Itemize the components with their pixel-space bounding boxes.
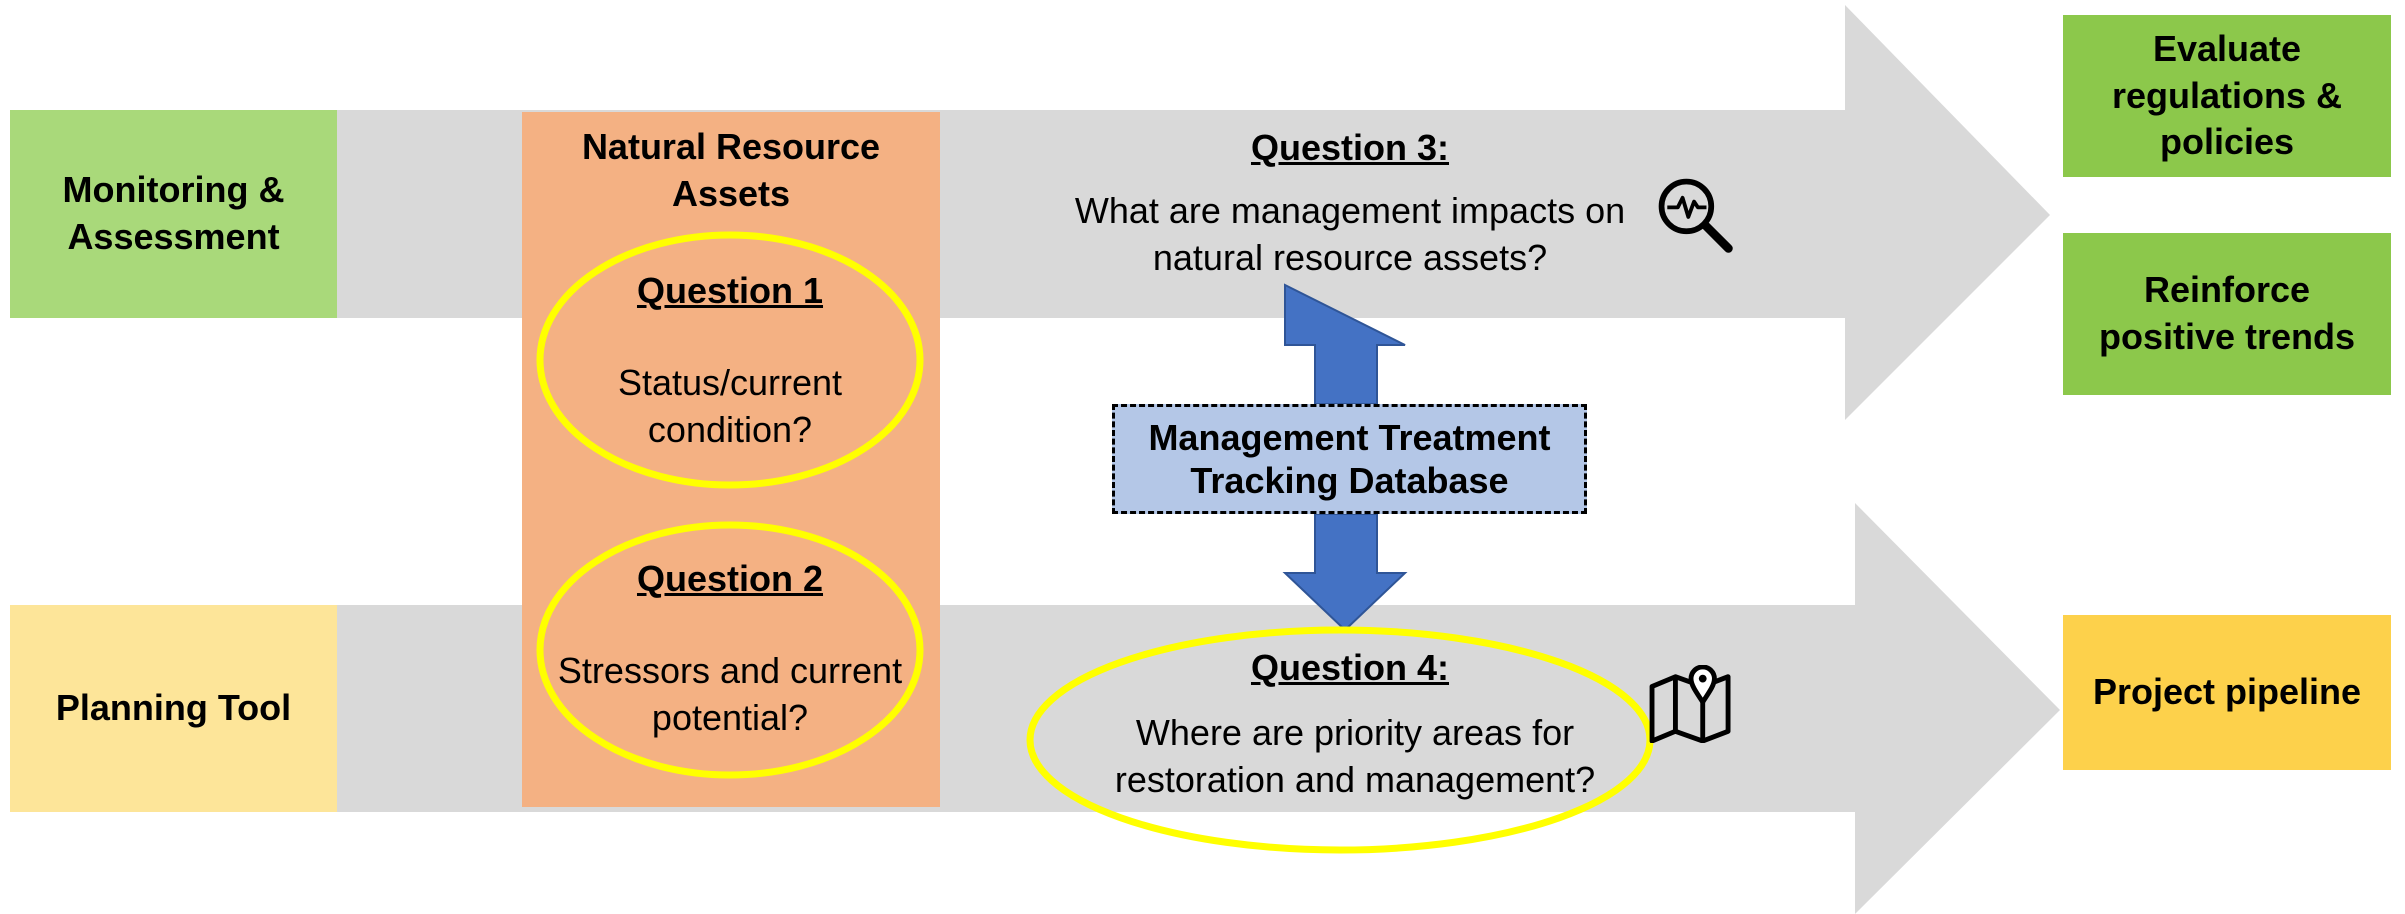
project-pipeline-label: Project pipeline (2092, 671, 2362, 713)
question2-title: Question 2 (636, 558, 824, 599)
db-down-arrow (1282, 513, 1408, 632)
monitoring-assessment-box: Monitoring & Assessment (10, 110, 337, 318)
natural-resource-assets-panel: Natural Resource Assets (522, 112, 940, 807)
evaluate-regulations-box: Evaluate regulations & policies (2063, 15, 2391, 177)
question1-title: Question 1 (636, 270, 824, 311)
map-pin-icon (1649, 665, 1731, 743)
question1-ellipse (536, 231, 924, 489)
reinforce-trends-label: Reinforce positive trends (2098, 269, 2356, 357)
management-treatment-tracking-database: Management Treatment Tracking Database (1112, 404, 1587, 514)
question3-text: What are management impacts on natural r… (1074, 190, 1626, 278)
question4-title: Question 4: (1250, 647, 1450, 688)
natural-resource-assets-title: Natural Resource Assets (581, 126, 881, 214)
question3-title: Question 3: (1250, 127, 1450, 168)
planning-tool-label: Planning Tool (55, 687, 292, 729)
planning-tool-box: Planning Tool (10, 605, 337, 812)
magnifier-pulse-icon (1658, 178, 1733, 253)
project-pipeline-box: Project pipeline (2063, 615, 2391, 770)
reinforce-trends-box: Reinforce positive trends (2063, 233, 2391, 395)
database-label: Management Treatment Tracking Database (1148, 416, 1551, 501)
question2-text: Stressors and current potential? (557, 650, 903, 738)
evaluate-regulations-label: Evaluate regulations & policies (2111, 27, 2343, 163)
question2-ellipse (536, 521, 924, 779)
question4-text: Where are priority areas for restoration… (1114, 712, 1596, 800)
monitoring-assessment-label: Monitoring & Assessment (62, 169, 285, 257)
question1-text: Status/current condition? (617, 362, 843, 450)
